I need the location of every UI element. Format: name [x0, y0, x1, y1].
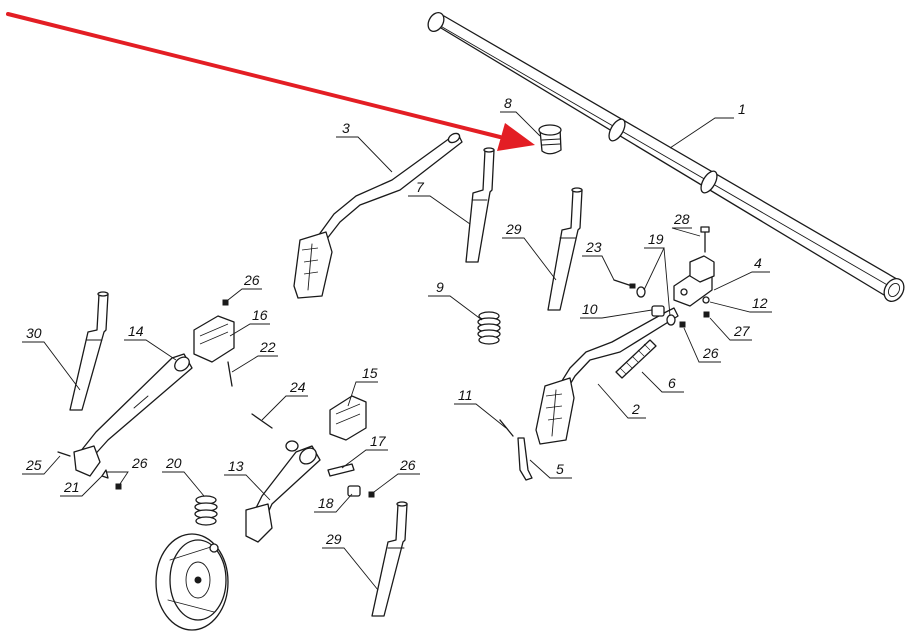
part-17-pin [327, 463, 355, 477]
callout-30: 30 [26, 325, 42, 341]
callout-7: 7 [416, 179, 425, 195]
callout-28: 28 [673, 211, 690, 227]
callout-2: 2 [631, 401, 640, 417]
callout-labels: 1 2 3 4 5 6 7 8 9 10 11 12 13 14 15 16 1… [25, 95, 768, 547]
callout-22: 22 [259, 339, 276, 355]
part-15-bracket [329, 395, 367, 441]
part-13-arm [245, 440, 321, 543]
part-26-nut-mid [368, 491, 375, 498]
part-21-clip [101, 469, 109, 479]
callout-26a: 26 [243, 272, 260, 288]
callout-6: 6 [668, 375, 676, 391]
callout-23: 23 [585, 239, 602, 255]
red-pointer-arrow [6, 12, 535, 151]
part-4-bracket [673, 255, 715, 307]
part-27-nut [703, 311, 710, 318]
part-5-hook [517, 437, 533, 481]
callout-24: 24 [289, 379, 306, 395]
part-7-post [465, 147, 495, 263]
press-wheel [155, 533, 229, 631]
part-30-post [69, 291, 109, 411]
part-2-arm [535, 307, 679, 445]
part-12-nut [702, 296, 710, 304]
part-28-bolt [700, 226, 710, 253]
part-9-spring [477, 311, 501, 345]
callout-4: 4 [754, 255, 762, 271]
callout-17: 17 [370, 433, 387, 449]
part-16-bracket [193, 315, 235, 363]
callout-5: 5 [556, 461, 564, 477]
callout-11: 11 [458, 387, 473, 403]
part-23-bolt [613, 279, 636, 289]
callout-29b: 29 [325, 531, 342, 547]
part-14-arm [73, 353, 193, 477]
part-18-bushing [347, 485, 361, 497]
part-19-washer [636, 286, 676, 326]
part-26-nut-right [679, 321, 686, 328]
callout-26d: 26 [702, 345, 719, 361]
part-20-spring [194, 495, 218, 526]
part-22-pin [227, 361, 233, 387]
part-8-cap [538, 124, 562, 155]
callout-13: 13 [228, 458, 244, 474]
callout-12: 12 [752, 295, 768, 311]
callout-26c: 26 [399, 457, 416, 473]
leader-lines [22, 111, 772, 591]
part-26-nut-left-low [115, 483, 122, 490]
callout-10: 10 [582, 301, 598, 317]
part-29-post-upper [547, 187, 583, 311]
part-26-nut-left-top [222, 299, 229, 306]
callout-9: 9 [436, 279, 444, 295]
part-10-sleeve [651, 305, 665, 317]
callout-8: 8 [504, 95, 512, 111]
part-29-post-lower [371, 501, 408, 617]
callout-3: 3 [342, 120, 350, 136]
callout-19: 19 [648, 231, 664, 247]
callout-18: 18 [318, 495, 334, 511]
part-11-pin [499, 419, 514, 437]
callout-29a: 29 [505, 221, 522, 237]
part-25-pin [57, 451, 71, 457]
callout-20: 20 [165, 455, 182, 471]
part-3-arm [293, 132, 463, 299]
callout-14: 14 [128, 323, 144, 339]
callout-21: 21 [63, 479, 80, 495]
part-6-spring [615, 339, 657, 379]
callout-15: 15 [362, 365, 378, 381]
callout-26b: 26 [131, 455, 148, 471]
callout-1: 1 [738, 101, 746, 117]
callout-25: 25 [25, 457, 42, 473]
part-1-tube [427, 12, 905, 302]
callout-27: 27 [733, 323, 751, 339]
part-24-pin [251, 413, 273, 429]
callout-16: 16 [252, 307, 268, 323]
